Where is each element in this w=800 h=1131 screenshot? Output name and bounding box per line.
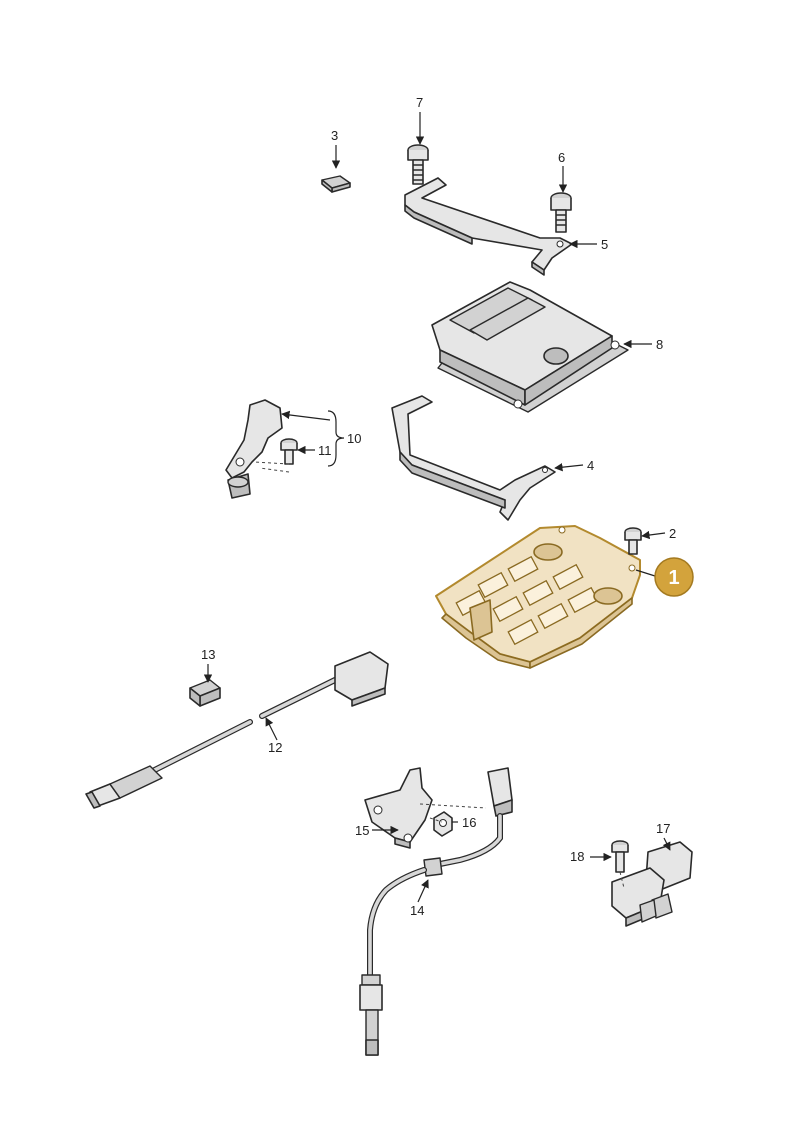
part-16-nut <box>433 811 453 837</box>
callout-label-11: 11 <box>318 443 332 458</box>
callout-label-17: 17 <box>656 821 670 836</box>
callout-label-18: 18 <box>570 849 584 864</box>
callout-label-8: 8 <box>656 337 663 352</box>
part-18-bolt <box>611 840 629 873</box>
part-15-bracket <box>364 767 433 849</box>
part-1-highlight-badge[interactable]: 1 <box>654 557 694 597</box>
callout-label-12: 12 <box>268 740 282 755</box>
part-17-pressure-sensor <box>611 841 693 927</box>
part-12-oxygen-sensor <box>85 651 389 809</box>
callout-label-10: 10 <box>347 431 361 446</box>
callout-label-4: 4 <box>587 458 594 473</box>
part-11-bolt <box>280 438 298 465</box>
part-8-control-unit <box>431 281 629 413</box>
part-3-clip <box>321 175 351 193</box>
callout-label-2: 2 <box>669 526 676 541</box>
callout-label-15: 15 <box>355 823 369 838</box>
part-2-bolt <box>624 527 642 555</box>
leader-lines <box>203 112 671 903</box>
callout-label-13: 13 <box>201 647 215 662</box>
part-14-temperature-sensor <box>359 767 513 1056</box>
callout-label-3: 3 <box>331 128 338 143</box>
badge-label: 1 <box>668 567 679 589</box>
callout-label-5: 5 <box>601 237 608 252</box>
part-10-sensor <box>225 399 283 499</box>
badge-circle <box>654 557 694 597</box>
part-6-bolt <box>550 192 572 233</box>
callout-label-14: 14 <box>410 903 424 918</box>
part-4-lower-bracket <box>391 395 556 521</box>
callout-labels: 3 7 6 5 8 4 2 10 11 13 12 15 16 14 17 18 <box>201 95 676 918</box>
part-13-clip <box>189 679 221 707</box>
callout-label-16: 16 <box>462 815 476 830</box>
callout-label-6: 6 <box>558 150 565 165</box>
part-1-tray-highlighted <box>435 525 641 669</box>
part-5-upper-bracket <box>404 177 573 276</box>
part-7-bolt <box>407 144 429 185</box>
callout-label-7: 7 <box>416 95 423 110</box>
